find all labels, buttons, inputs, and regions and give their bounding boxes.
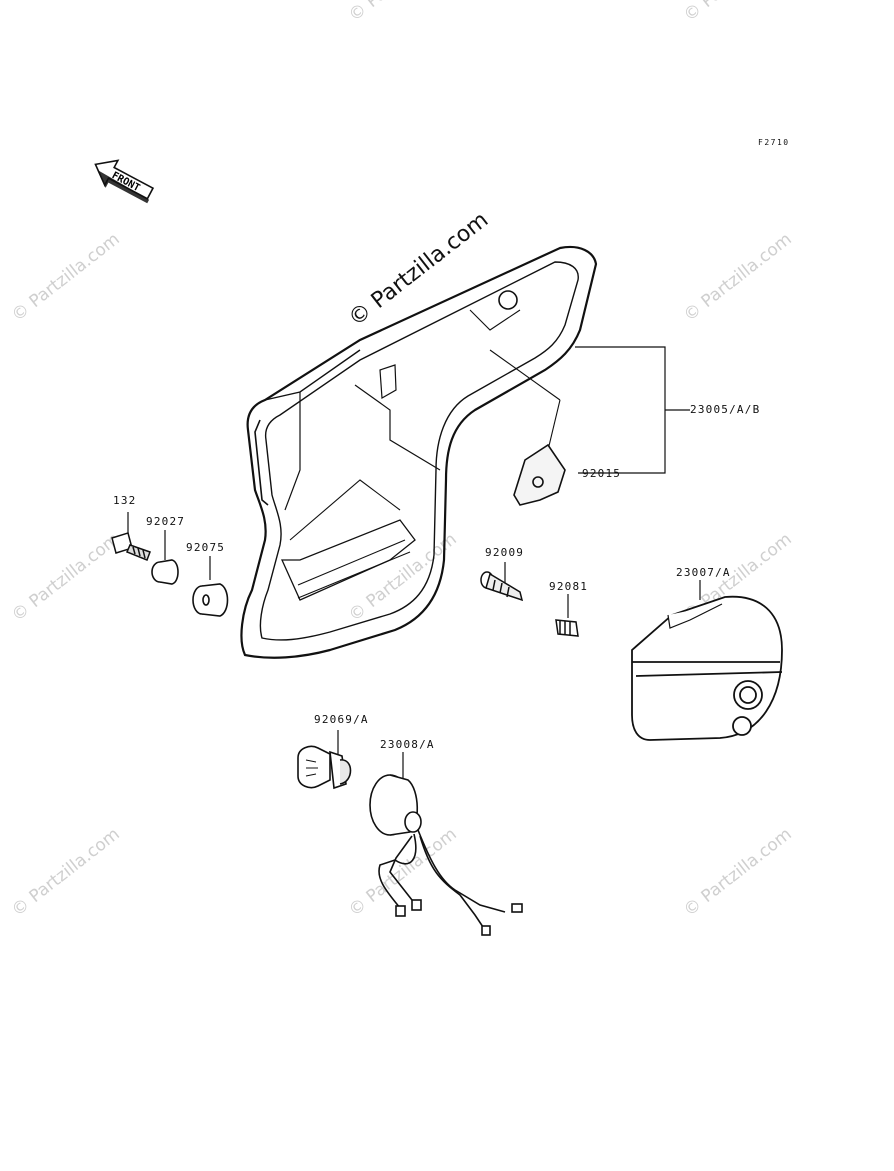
lens-23007 [631,595,783,741]
part-label-92027[interactable]: 92027 [146,515,186,528]
part-label-92015[interactable]: 92015 [582,467,622,480]
screw-132 [111,532,151,561]
socket-harness-23008 [369,774,523,936]
part-label-132[interactable]: 132 [113,494,137,507]
part-label-92075[interactable]: 92075 [186,541,226,554]
diagram-code: F2710 [758,138,790,147]
part-label-23008[interactable]: 23008/A [380,738,435,751]
callout-lines [127,346,701,778]
part-label-92009[interactable]: 92009 [485,546,525,559]
front-arrow-icon: FRONT [94,159,155,204]
part-label-23007[interactable]: 23007/A [676,566,731,579]
bracket-92015 [513,443,566,506]
part-label-92069[interactable]: 92069/A [314,713,369,726]
part-label-23005[interactable]: 23005/A/B [690,403,761,416]
part-label-92081[interactable]: 92081 [549,580,589,593]
side-cover [240,245,598,659]
nut-92081 [555,619,579,637]
collar-92027 [151,559,179,585]
grommet-92075 [192,583,229,617]
screw-92009 [480,571,524,602]
bulb-92069 [297,745,352,790]
